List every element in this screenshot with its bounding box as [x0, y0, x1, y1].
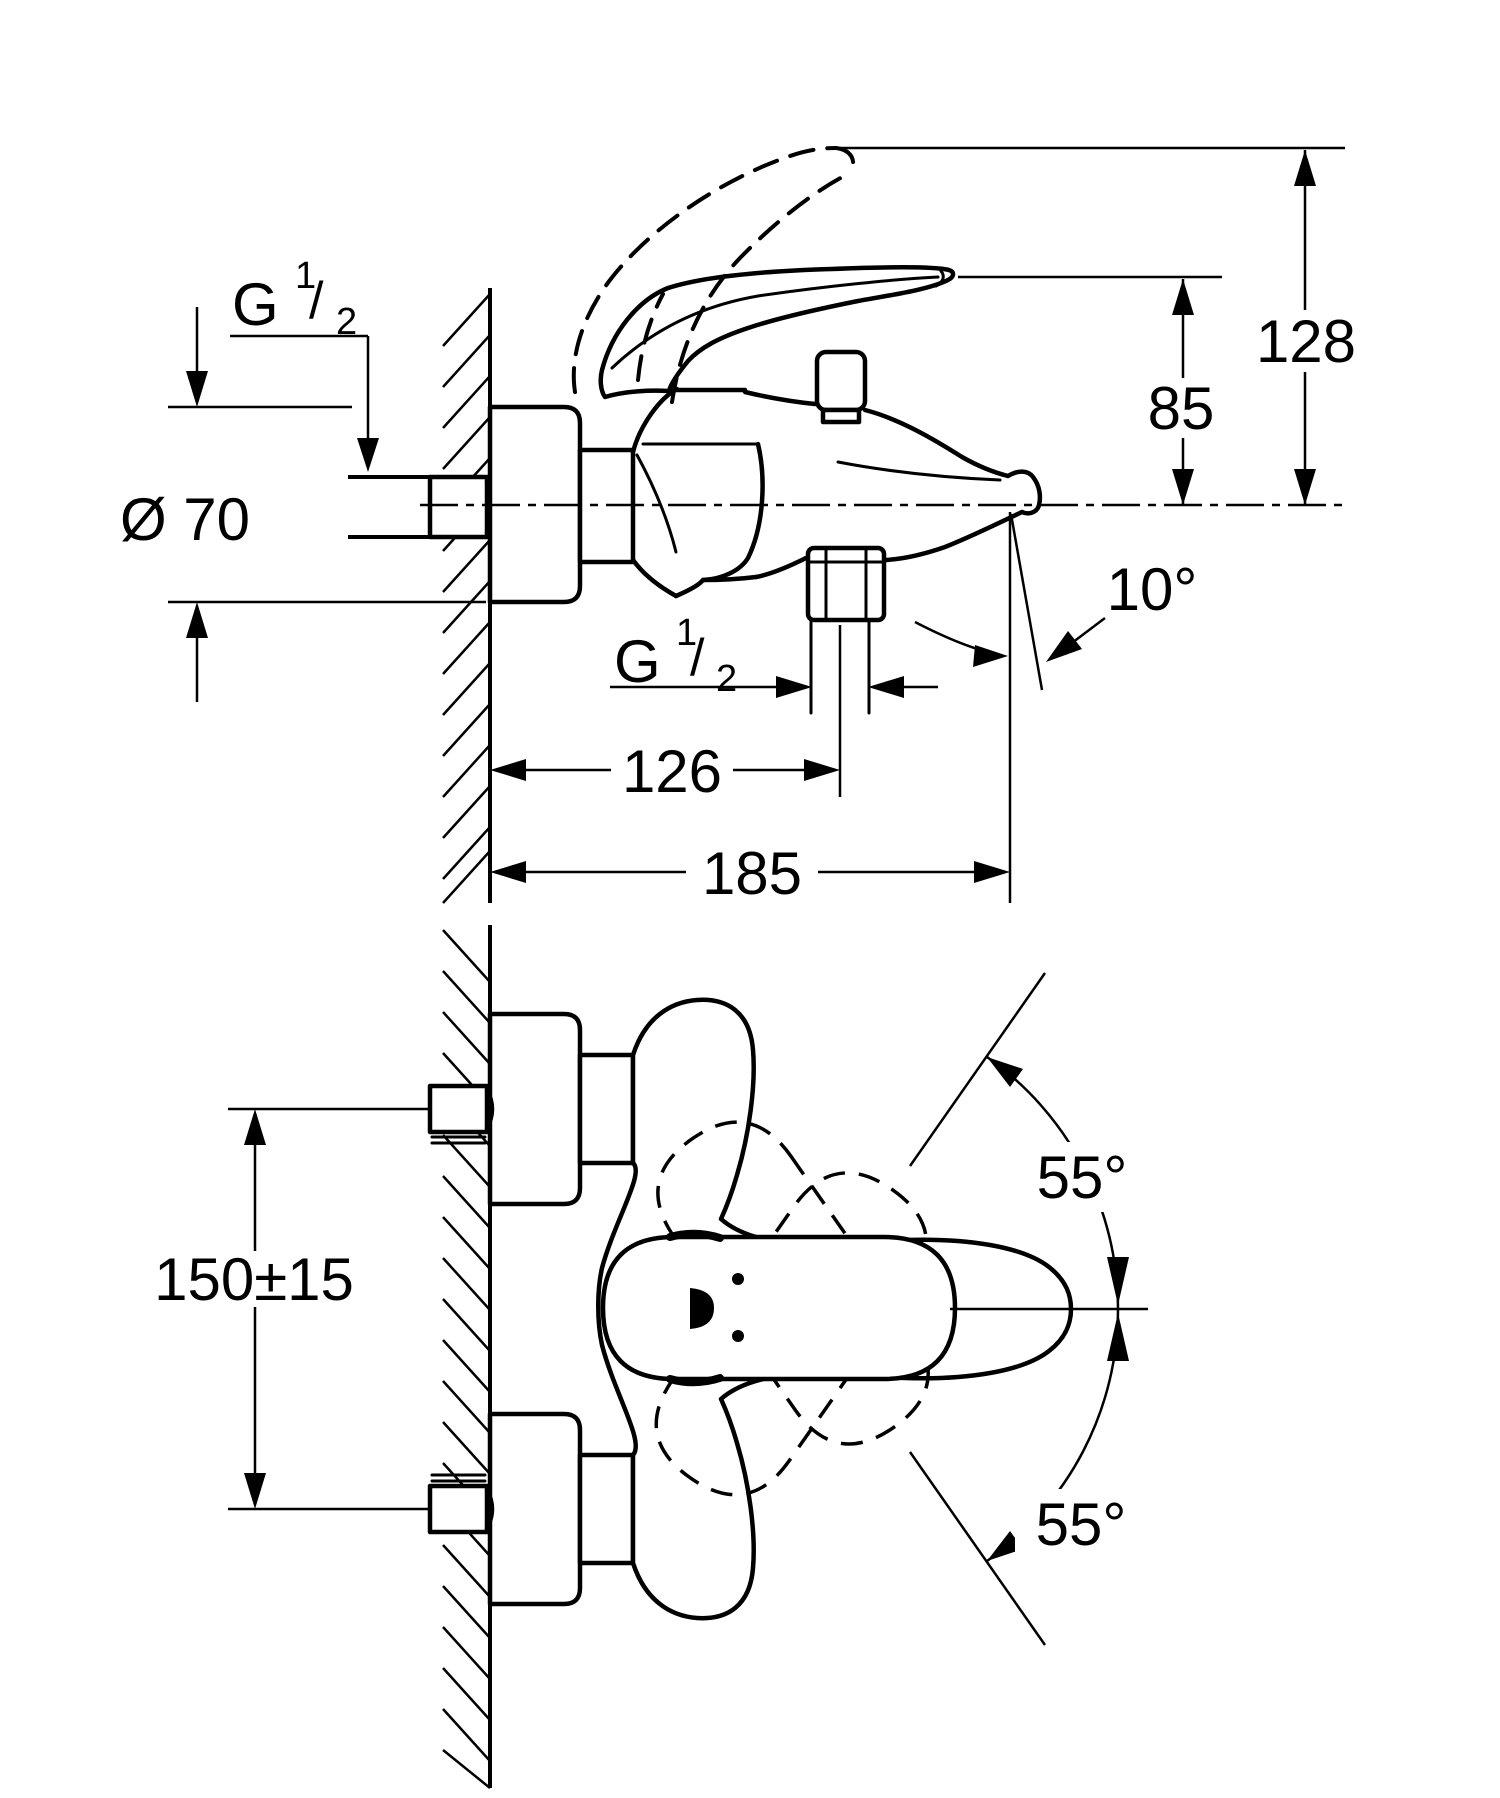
- lower-union-plan: [427, 1411, 636, 1607]
- dim-spout-angle: 10°: [914, 512, 1198, 903]
- dim-height-85: 85: [958, 275, 1222, 505]
- dim-height-128: 128: [833, 146, 1356, 505]
- dim-label-diameter: Ø 70: [120, 486, 250, 553]
- dim-depth-126: 126: [490, 738, 840, 805]
- wall-union-connection: [348, 474, 496, 540]
- upper-union-plan: [427, 1011, 636, 1207]
- lever-handle-side: [598, 265, 956, 400]
- wall-hatching-side: [442, 293, 491, 904]
- dim-label-150: 150±15: [154, 1246, 354, 1313]
- dim-swivel-angles: 55° 55°: [908, 972, 1148, 1646]
- wall-side-view: [442, 288, 492, 904]
- faucet-body-side: [630, 349, 1043, 797]
- wall-hatching-plan: [442, 929, 491, 1789]
- plan-view: 150±15 55° 55°: [154, 925, 1148, 1789]
- dim-diameter-70: Ø 70: [120, 307, 486, 702]
- dim-label-55-lower: 55°: [1036, 1491, 1127, 1558]
- dim-label-10deg: 10°: [1107, 556, 1198, 623]
- dim-distance-150: 150±15: [154, 1107, 430, 1511]
- dim-depth-185: 185: [490, 840, 1010, 907]
- dim-label-126: 126: [622, 738, 722, 805]
- lever-handle-plan: [600, 1229, 958, 1387]
- shower-outlet-union: [805, 545, 887, 797]
- dim-label-128: 128: [1256, 308, 1356, 375]
- dim-label-55-upper: 55°: [1037, 1144, 1128, 1211]
- diverter-knob: [814, 349, 868, 425]
- side-view: G1/2 Ø 70 128 85: [120, 146, 1356, 907]
- dim-label-85: 85: [1148, 375, 1215, 442]
- wall-plan-view: [442, 925, 492, 1789]
- dim-label-185: 185: [702, 840, 802, 907]
